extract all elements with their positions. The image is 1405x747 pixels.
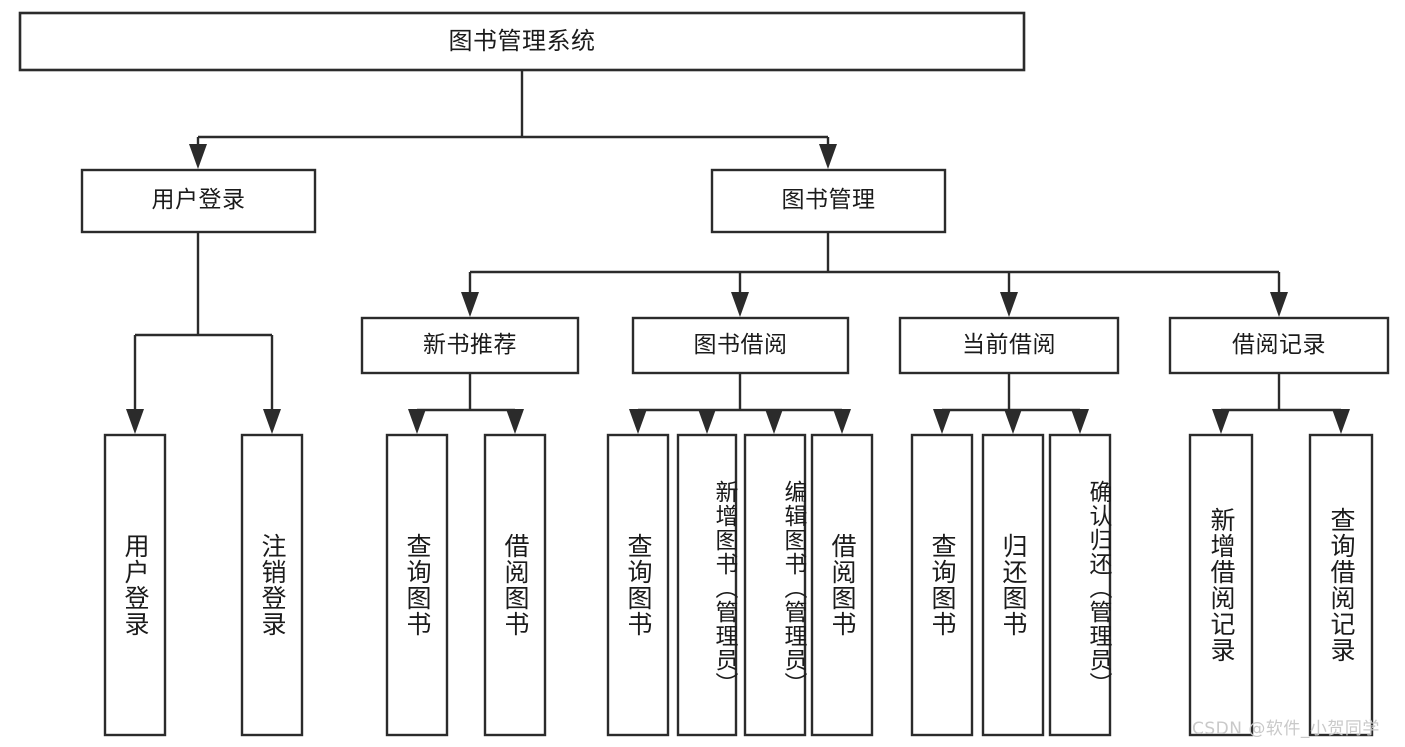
node-box-borrow-records[interactable] [1168, 316, 1390, 375]
connector-group-root [189, 70, 837, 169]
arrowhead-user-login-leaf-2 [263, 409, 281, 434]
arrowhead-current-borrow-leaf-2 [1004, 409, 1022, 434]
connector-group-borrow-records [1212, 373, 1350, 434]
arrowhead-book-mgmt-to-borrow [731, 292, 749, 317]
node-box-root-system[interactable] [18, 11, 1026, 72]
arrowhead-new-books-leaf-1 [408, 409, 426, 434]
leaf-box[interactable] [240, 433, 304, 737]
node-box-book-borrow[interactable] [631, 316, 850, 375]
leaf-box[interactable] [981, 433, 1045, 737]
leaf-box[interactable] [385, 433, 449, 737]
leaf-box[interactable] [810, 433, 874, 737]
arrowhead-book-mgmt-to-new-books [461, 292, 479, 317]
arrowhead-book-borrow-leaf-2 [698, 409, 716, 434]
connector-group-book-borrow [629, 373, 851, 434]
arrowhead-book-borrow-leaf-4 [833, 409, 851, 434]
leaf-box[interactable] [483, 433, 547, 737]
node-box-current-borrow[interactable] [898, 316, 1120, 375]
arrowhead-book-borrow-leaf-3 [765, 409, 783, 434]
connector-group-user-login [126, 232, 281, 434]
connector-group-new-books [408, 373, 524, 434]
arrowhead-borrow-records-leaf-2 [1332, 409, 1350, 434]
leaf-box[interactable] [1048, 433, 1112, 737]
leaf-box[interactable] [743, 433, 807, 737]
leaf-box[interactable] [1188, 433, 1254, 737]
arrowhead-new-books-leaf-2 [506, 409, 524, 434]
arrowhead-book-mgmt-to-current [1000, 292, 1018, 317]
connector-group-current-borrow [933, 373, 1089, 434]
arrowhead-current-borrow-leaf-3 [1071, 409, 1089, 434]
node-box-user-login[interactable] [80, 168, 317, 234]
connector-group-book-mgmt [461, 232, 1288, 317]
node-box-book-management[interactable] [710, 168, 947, 234]
leaf-box[interactable] [676, 433, 738, 737]
leaf-box[interactable] [606, 433, 670, 737]
arrowhead-root-to-user-login [189, 144, 207, 169]
node-box-new-book-recommend[interactable] [360, 316, 580, 375]
arrowhead-book-mgmt-to-records [1270, 292, 1288, 317]
arrowhead-user-login-leaf-1 [126, 409, 144, 434]
arrowhead-book-borrow-leaf-1 [629, 409, 647, 434]
leaf-box[interactable] [1308, 433, 1374, 737]
arrowhead-borrow-records-leaf-1 [1212, 409, 1230, 434]
arrowhead-current-borrow-leaf-1 [933, 409, 951, 434]
arrowhead-root-to-book-mgmt [819, 144, 837, 169]
leaf-box[interactable] [910, 433, 974, 737]
leaf-box[interactable] [103, 433, 167, 737]
